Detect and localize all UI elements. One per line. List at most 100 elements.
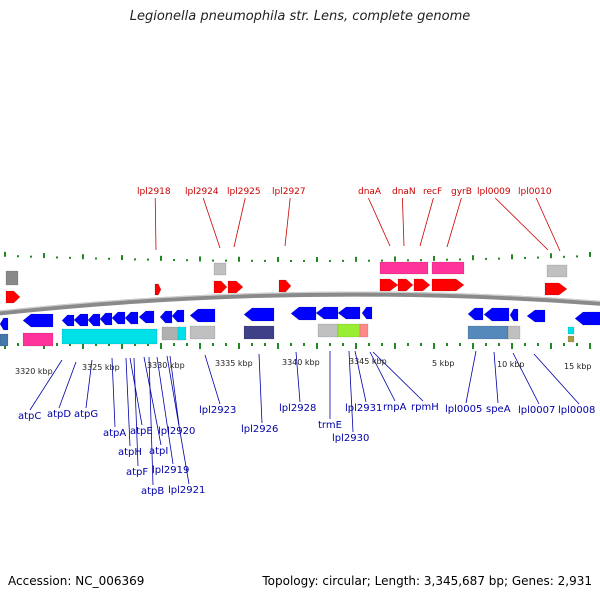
reverse-gene-arrow (0, 317, 9, 331)
reverse-gene-arrow (61, 314, 75, 327)
gene-label: lpl0007 (518, 405, 555, 416)
gene-label: trmE (318, 420, 342, 431)
leader-line (129, 357, 143, 426)
forward-gene-arrow (397, 278, 414, 292)
reverse-gene-arrow (73, 313, 89, 327)
gene-label: atpB (141, 486, 164, 497)
gene-label: dnaN (392, 187, 416, 197)
leader-line (143, 356, 162, 446)
reverse-gene-arrow (159, 310, 173, 324)
gene-label: lpl2923 (199, 405, 236, 416)
scale-label: 3345 kbp (349, 357, 387, 366)
reverse-gene-arrow (124, 311, 139, 325)
bottom-feature-box (22, 332, 54, 347)
leader-line (372, 351, 424, 402)
reverse-gene-arrow (87, 313, 101, 327)
top-feature-box (431, 261, 465, 275)
map-title: Legionella pneumophila str. Lens, comple… (129, 9, 471, 24)
leader-line (111, 357, 116, 428)
gene-label: lpl2919 (152, 465, 189, 476)
top-feature-box (546, 264, 568, 278)
gene-label: atpE (130, 426, 153, 437)
scale-label: 3340 kbp (282, 358, 320, 367)
leader-line (202, 197, 221, 249)
reverse-gene-arrow (509, 308, 519, 322)
scale-label: 3320 kbp (15, 367, 53, 376)
forward-gene-arrow (379, 278, 399, 292)
gene-label: lpl2930 (332, 433, 369, 444)
top-feature-box (213, 262, 227, 276)
leader-line (154, 197, 157, 251)
reverse-gene-arrow (290, 306, 317, 321)
scale-label: 10 kbp (497, 360, 525, 369)
scale-label: 3335 kbp (215, 359, 253, 368)
gene-label: atpF (126, 467, 148, 478)
bottom-feature-box (0, 333, 9, 347)
scale-label: 3325 kbp (82, 363, 120, 372)
leader-line (512, 352, 540, 405)
gene-labels: 3320 kbp 3325 kbp 3330 kbp 3335 kbp 3340 kbp… (15, 187, 595, 497)
bottom-feature-box (337, 323, 361, 338)
leader-line (284, 197, 291, 247)
gene-label: lpl2928 (279, 403, 316, 414)
leader-line (446, 197, 462, 248)
reverse-gene-arrow (574, 311, 600, 326)
reverse-gene-arrow (526, 309, 546, 323)
forward-gene-arrow (227, 280, 244, 294)
leader-line (169, 355, 180, 426)
forward-gene-arrow (413, 278, 431, 292)
reverse-gene-arrow (337, 306, 361, 320)
bottom-feature-box (161, 326, 181, 341)
bottom-feature-box (507, 325, 521, 340)
bottom-feature-box (189, 325, 216, 340)
leader-line (58, 361, 77, 409)
reverse-gene-arrow (111, 311, 126, 325)
gene-label: atpH (118, 447, 142, 458)
bottom-feature-box (61, 328, 158, 345)
gene-label: dnaA (358, 187, 382, 197)
leader-line (295, 351, 301, 403)
reverse-gene-arrow (99, 312, 113, 326)
leader-line (29, 359, 63, 411)
forward-gene-arrow (278, 279, 292, 293)
genome-backbone-highlight (0, 291, 600, 312)
leader-line (494, 197, 549, 251)
leader-line (258, 353, 263, 424)
gene-label: lpl0008 (558, 405, 595, 416)
forward-gene-arrow (154, 283, 162, 296)
gene-label: lpl2927 (272, 187, 306, 197)
leader-line (148, 356, 154, 486)
gene-label: recF (423, 187, 442, 197)
bottom-feature-box (317, 323, 339, 338)
gene-label: atpG (74, 409, 98, 420)
bottom-feature-box (359, 323, 369, 338)
top-feature-box (379, 261, 429, 275)
leader-line (133, 357, 139, 467)
forward-gene-arrow (213, 280, 228, 294)
reverse-gene-arrow (22, 313, 54, 328)
reverse-gene-arrow (138, 310, 155, 324)
scale-label: 3330 kbp (147, 361, 185, 370)
leader-line (369, 351, 396, 402)
gene-label: rpmH (411, 402, 439, 413)
gene-label: lpl0009 (477, 187, 511, 197)
accession-text: Accession: NC_006369 (8, 574, 145, 588)
leader-line (419, 197, 434, 247)
bottom-feature-box (567, 335, 575, 343)
genome-summary-text: Topology: circular; Length: 3,345,687 bp… (262, 574, 592, 588)
gene-features (0, 261, 600, 347)
scale-label: 5 kbp (432, 359, 454, 368)
leader-line (535, 197, 561, 252)
forward-gene-arrow (5, 290, 21, 304)
genome-backbone (0, 291, 600, 316)
leader-line (85, 359, 93, 409)
gene-label: lpl2924 (185, 187, 219, 197)
bottom-feature-box (243, 325, 275, 340)
reverse-gene-arrow (189, 308, 216, 323)
leader-line (348, 350, 354, 433)
top-feature-box (5, 270, 19, 286)
gene-label: lpl2918 (137, 187, 171, 197)
gene-label: lpl2920 (158, 426, 195, 437)
scale-label: 15 kbp (564, 362, 592, 371)
